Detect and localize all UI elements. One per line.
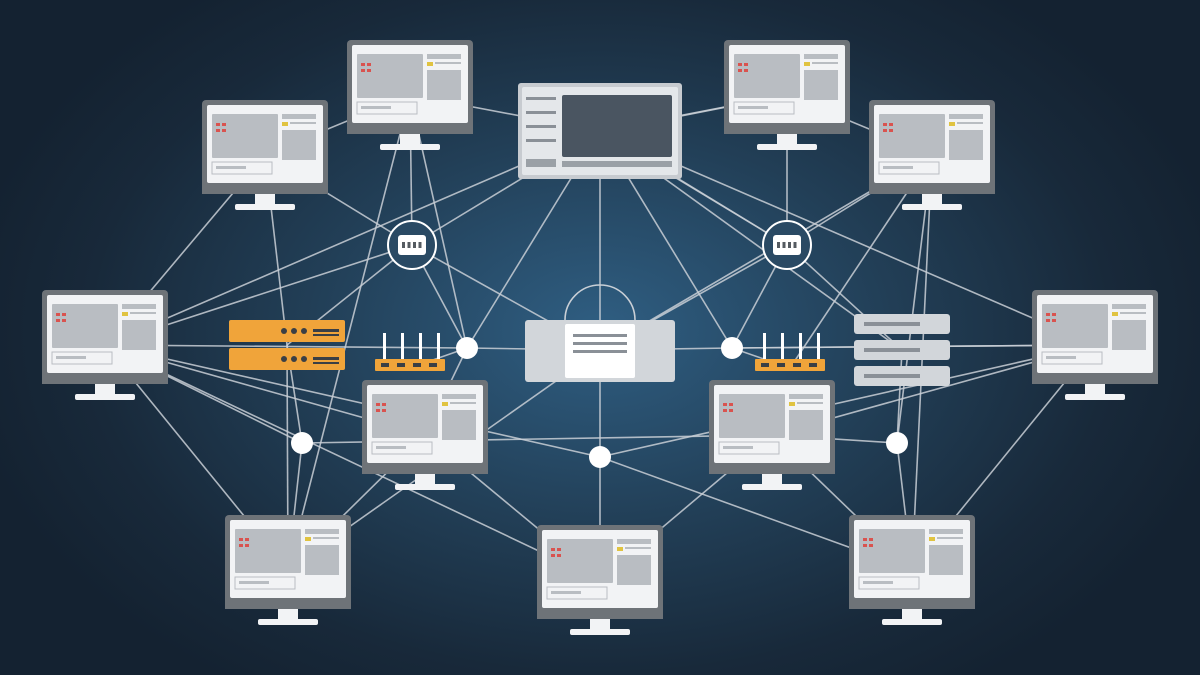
connection-line [896,349,903,444]
junction-node [456,337,478,359]
control-panel [518,83,682,179]
junction-node [721,337,743,359]
monitor-m2 [202,100,328,210]
monitor-m8 [849,515,975,625]
server-stack [854,314,950,386]
ring-switch-hub-r [762,220,812,270]
router-stack [229,320,345,370]
connection-line [599,130,1096,346]
monitor-m5 [362,380,488,490]
monitor-m6 [537,525,663,635]
connection-line [911,154,933,571]
monitor-m7 [709,380,835,490]
access-point-ap-l [375,333,445,371]
junction-node [291,432,313,454]
network-nodes [42,40,1158,635]
monitor-m4 [225,515,351,625]
connection-line [104,130,601,346]
monitor-m9 [1032,290,1158,400]
connection-line [104,344,601,458]
connection-line [599,344,1096,458]
central-switch [525,284,675,382]
access-point-ap-r [755,333,825,371]
connection-line [104,344,601,581]
monitor-m3 [42,290,168,400]
junction-node [886,432,908,454]
junction-node [589,446,611,468]
monitor-m11 [724,40,850,150]
connection-line [287,94,411,571]
monitor-m10 [869,100,995,210]
monitor-m1 [347,40,473,150]
ring-switch-hub-l [387,220,437,270]
